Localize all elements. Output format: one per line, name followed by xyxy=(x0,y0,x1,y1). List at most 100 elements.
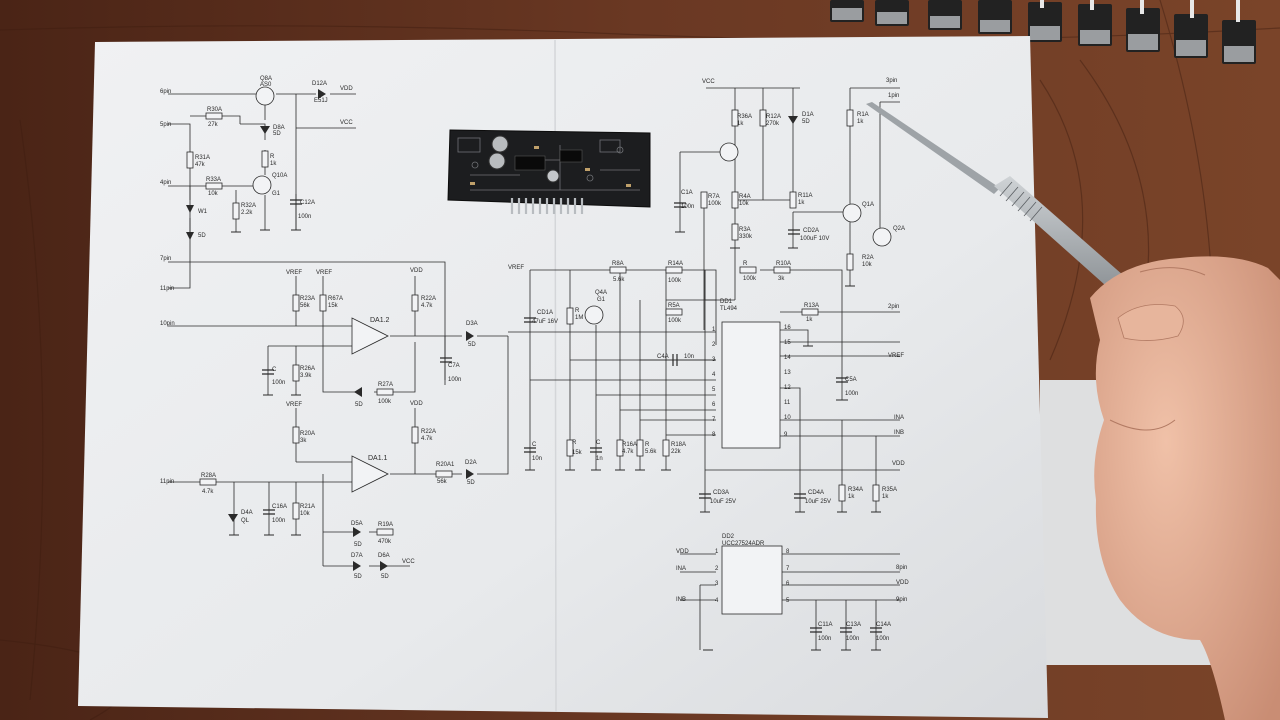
component-label: R20A xyxy=(300,431,315,437)
pin-number: 10 xyxy=(784,415,791,421)
component-label: 5D xyxy=(802,119,810,125)
component-label: 330k xyxy=(739,234,753,240)
component-label: 47uF 16V xyxy=(532,319,558,325)
to220-transistors-icon xyxy=(830,0,1256,64)
component-label: 5D xyxy=(467,480,475,486)
pin-number: 13 xyxy=(784,370,791,376)
component-label: D12A xyxy=(312,81,327,87)
net-labels: 6pin 5pin 4pin 7pin 11pin 10pin 11pin VD… xyxy=(160,78,909,603)
net-label: VCC xyxy=(402,559,415,565)
component-labels: Q8A AS0 D12A E51J R30A 27k D8A 5D R31A 4… xyxy=(195,76,905,642)
net-label: VDD xyxy=(892,461,905,467)
net-label: VCC xyxy=(702,79,715,85)
component-label: R67A xyxy=(328,296,343,302)
component-label: D2A xyxy=(465,460,477,466)
component-label: R xyxy=(572,440,577,446)
net-label: 8pin xyxy=(896,565,907,571)
component-label: 5D xyxy=(354,542,362,548)
component-label: R5A xyxy=(668,303,680,309)
component-label: 10n xyxy=(532,456,542,462)
component-label: CD4A xyxy=(808,490,824,496)
component-label: C4A xyxy=(657,354,669,360)
component-label: R33A xyxy=(206,177,221,183)
component-label: 100n xyxy=(272,518,285,524)
component-label: R3A xyxy=(739,227,751,233)
component-label: R13A xyxy=(804,303,819,309)
component-label: R36A xyxy=(737,114,752,120)
pin-number: 3 xyxy=(712,357,716,363)
component-label: DD2 xyxy=(722,534,735,540)
component-label: R32A xyxy=(241,203,256,209)
diodes xyxy=(186,89,798,571)
component-label: R xyxy=(270,154,275,160)
component-label: 3k xyxy=(300,438,307,444)
component-label: 1k xyxy=(270,161,277,167)
component-label: R12A xyxy=(766,114,781,120)
component-label: R7A xyxy=(708,194,720,200)
net-label: VREF xyxy=(508,265,524,271)
component-label: D6A xyxy=(378,553,390,559)
component-label: 56k xyxy=(437,479,448,485)
ground-symbols xyxy=(229,229,881,651)
component-label: 5D xyxy=(381,574,389,580)
component-label: 1k xyxy=(737,121,744,127)
hand xyxy=(1090,256,1280,720)
component-label: 10k xyxy=(208,191,219,197)
component-label: 5.6k xyxy=(613,277,625,283)
component-label: R22A xyxy=(421,296,436,302)
net-label: INA xyxy=(676,566,686,572)
component-label: R16A xyxy=(622,442,637,448)
component-label: 100n xyxy=(681,204,694,210)
component-label: UCC27524ADR xyxy=(722,541,765,547)
component-label: R4A xyxy=(739,194,751,200)
component-label: 100n xyxy=(298,214,311,220)
net-label: VDD xyxy=(410,268,423,274)
pin-number: 16 xyxy=(784,325,791,331)
component-label: 10uF 25V xyxy=(805,499,831,505)
component-label: 10k xyxy=(739,201,750,207)
pin-number: 8 xyxy=(712,432,716,438)
net-label: 3pin xyxy=(886,78,897,84)
net-label: VDD xyxy=(676,549,689,555)
component-label: C1A xyxy=(681,190,693,196)
pin-number: 12 xyxy=(784,385,791,391)
component-label: R xyxy=(575,308,580,314)
pin-number: 6 xyxy=(712,402,716,408)
component-label: 15k xyxy=(572,450,583,456)
component-label: R14A xyxy=(668,261,683,267)
component-label: C11A xyxy=(818,622,833,628)
component-label: 100k xyxy=(378,399,392,405)
schematic xyxy=(168,87,900,650)
component-label: C xyxy=(532,442,537,448)
component-label: R26A xyxy=(300,366,315,372)
net-label: 1pin xyxy=(888,93,899,99)
component-label: 270k xyxy=(766,121,780,127)
component-label: 3k xyxy=(778,276,785,282)
component-label: QL xyxy=(241,518,250,524)
component-label: 100n xyxy=(448,377,461,383)
pin-number: 2 xyxy=(715,566,719,572)
net-label: 11pin xyxy=(160,286,174,292)
component-label: C12A xyxy=(300,200,315,206)
component-label: C5A xyxy=(845,377,857,383)
pin-number: 7 xyxy=(712,417,716,423)
component-label: CD1A xyxy=(537,310,553,316)
pcb-module-icon[interactable] xyxy=(447,129,651,214)
component-label: R xyxy=(645,442,650,448)
component-label: 470k xyxy=(378,539,392,545)
pin-number: 8 xyxy=(786,549,790,555)
component-label: 100k xyxy=(668,278,682,284)
net-label: 11pin xyxy=(160,479,174,485)
component-label: R10A xyxy=(776,261,791,267)
component-label: 1k xyxy=(857,119,864,125)
component-label: 100n xyxy=(846,636,859,642)
pin-number: 4 xyxy=(712,372,716,378)
pin-number: 14 xyxy=(784,355,791,361)
pin-number: 1 xyxy=(712,327,716,333)
net-label: INB xyxy=(676,597,686,603)
component-label: Q4A xyxy=(595,290,607,296)
component-label: D5A xyxy=(351,521,363,527)
component-label: 100n xyxy=(272,380,285,386)
component-label: 56k xyxy=(300,303,311,309)
component-label: 15k xyxy=(328,303,339,309)
